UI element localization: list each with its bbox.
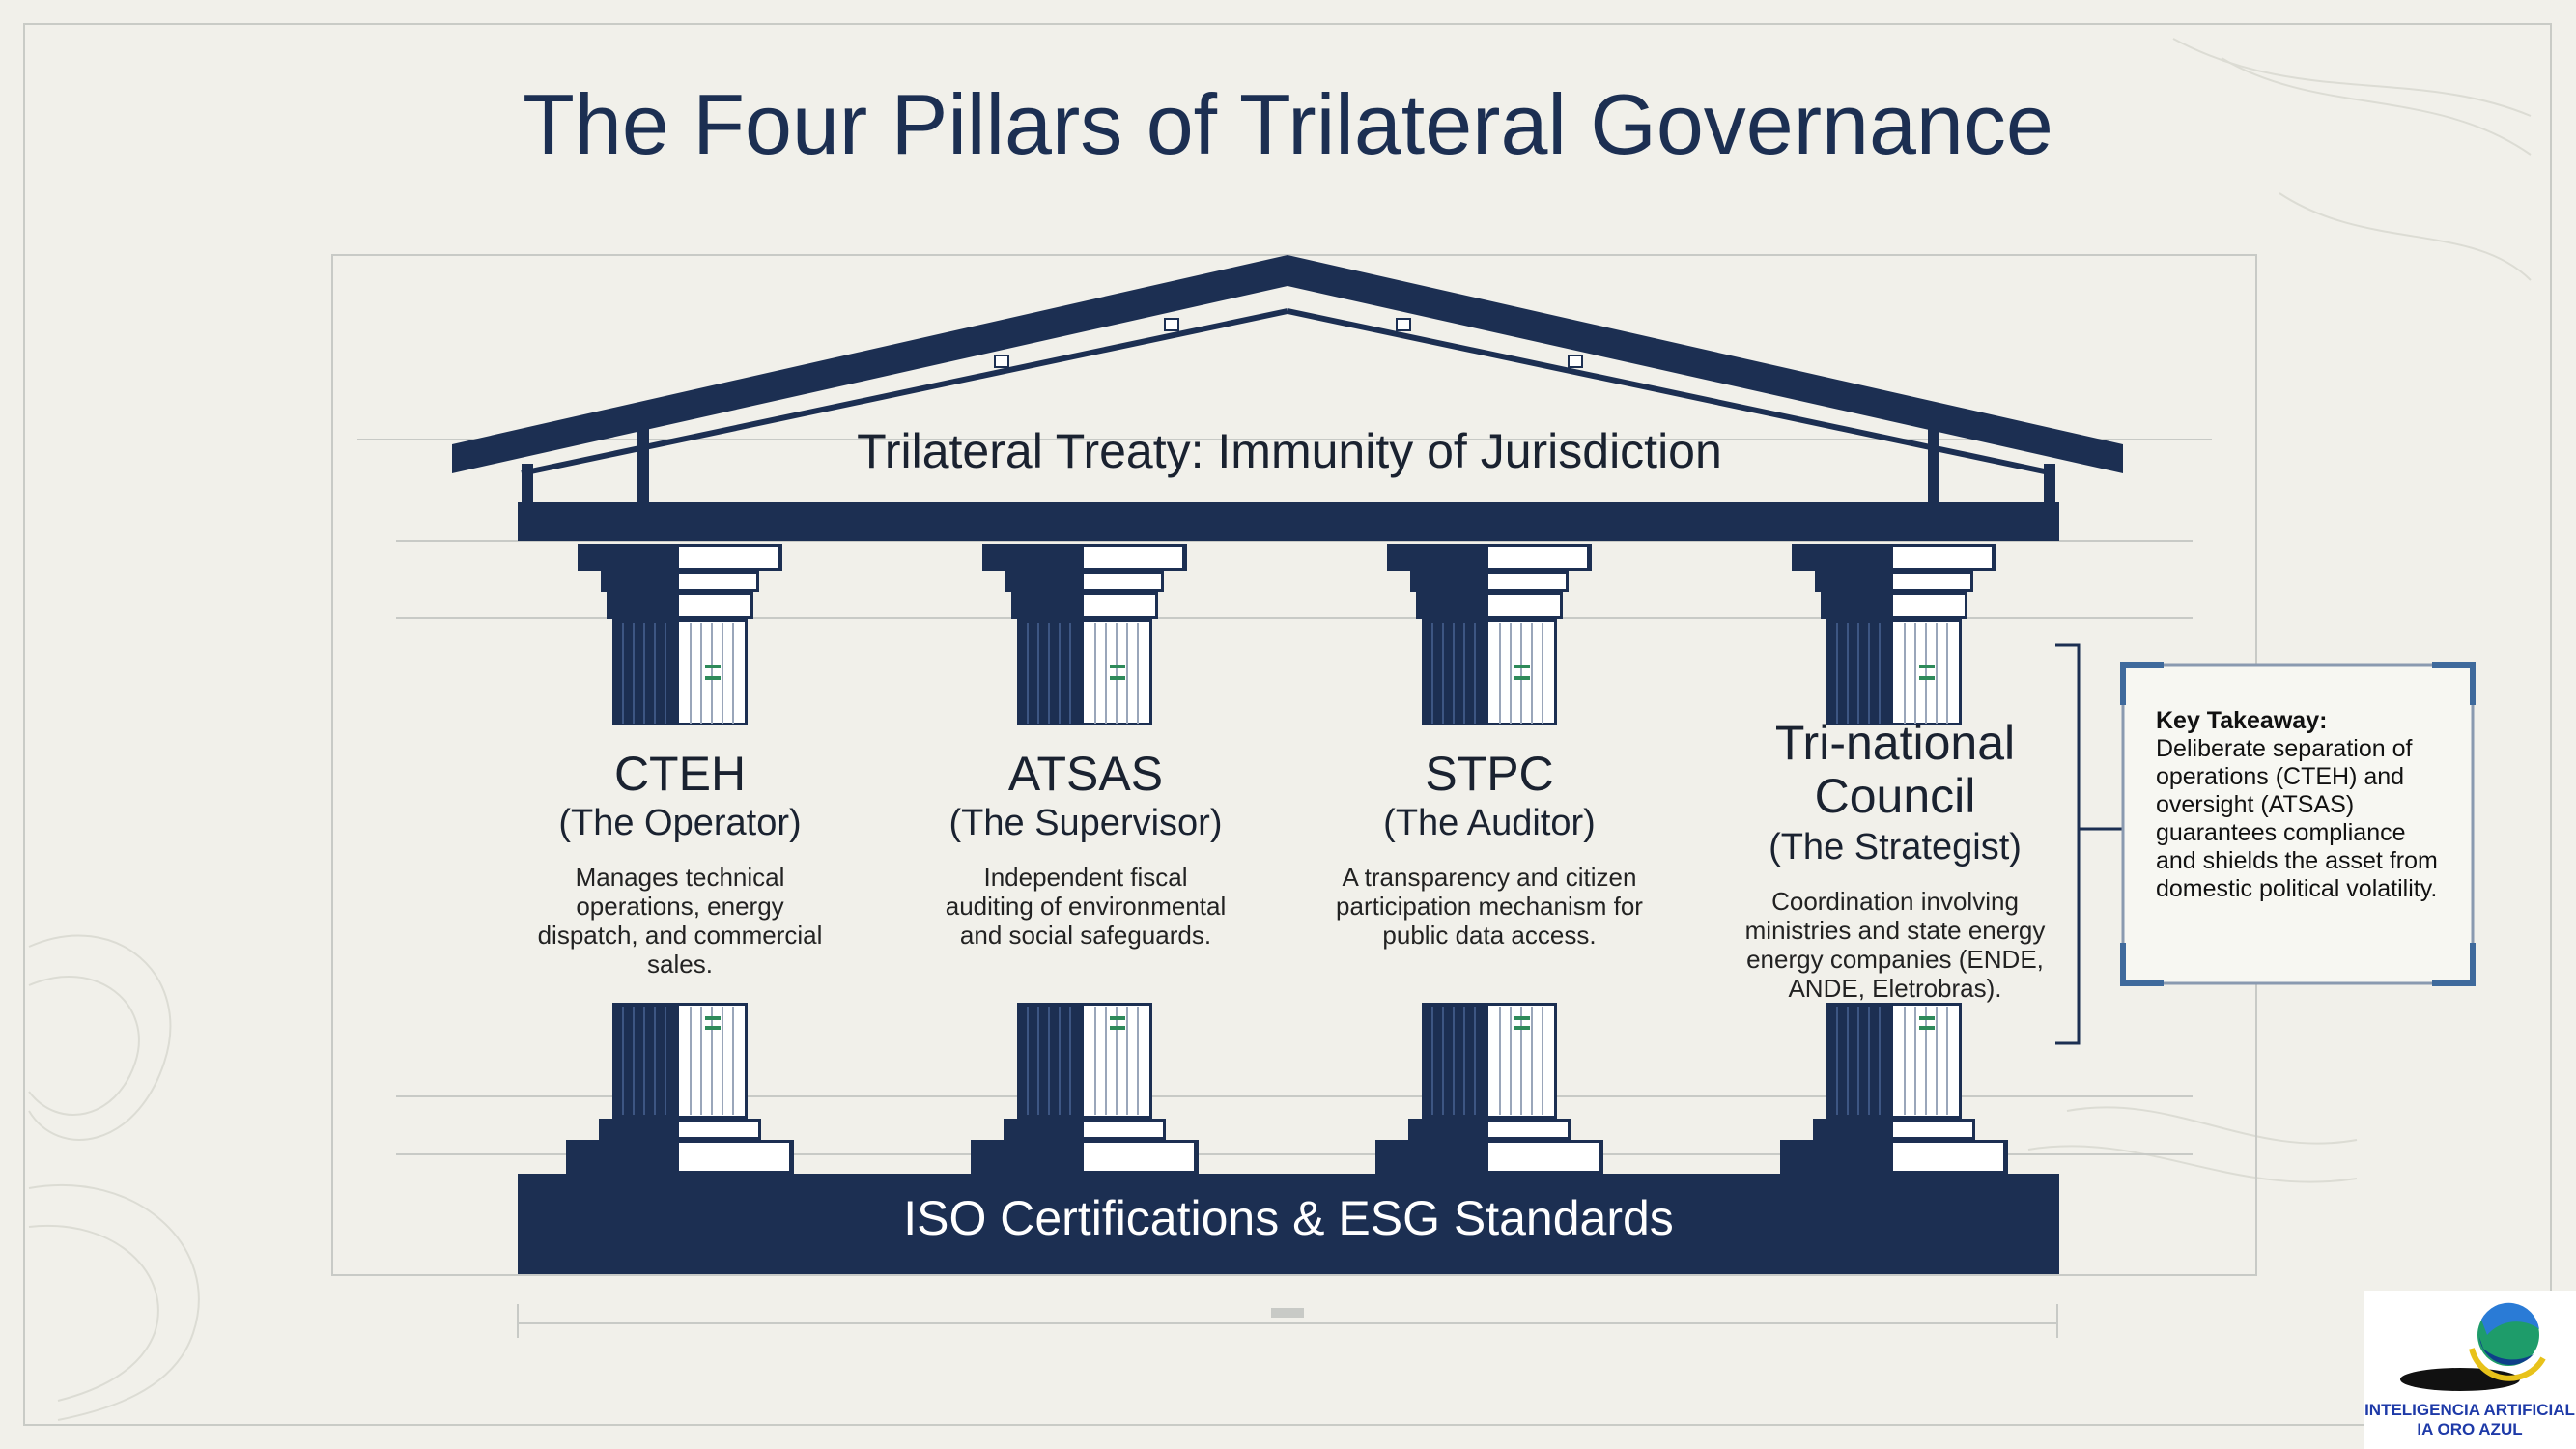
takeaway-title: Key Takeaway: — [2156, 707, 2328, 734]
takeaway-text: Deliberate separation of operations (CTE… — [2156, 735, 2438, 902]
pillar-role: (The Operator) — [558, 803, 802, 843]
logo-globe-icon — [2400, 1302, 2546, 1391]
pillar-atsas: ATSAS (The Supervisor) Independent fisca… — [902, 749, 1269, 950]
base-slab — [518, 1174, 2059, 1274]
column-3 — [1375, 544, 1603, 1174]
column-4 — [1780, 544, 2008, 1174]
pillar-stpc: STPC (The Auditor) A transparency and ci… — [1306, 749, 1673, 950]
takeaway-bracket — [2055, 643, 2123, 1045]
pillar-description: Independent fiscal auditing of environme… — [945, 863, 1227, 950]
base-label: ISO Certifications & ESG Standards — [903, 1191, 1674, 1245]
pillar-description: A transparency and citizen participation… — [1336, 863, 1643, 950]
pillar-name: Tri-national Council — [1774, 716, 2016, 823]
pillar-description: Manages technical operations, energy dis… — [537, 863, 823, 979]
roof — [452, 255, 2123, 541]
scale-marker — [1271, 1308, 1304, 1318]
pillar-name: CTEH — [613, 747, 747, 801]
page-title: The Four Pillars of Trilateral Governanc… — [523, 76, 2053, 172]
pillar-name: STPC — [1425, 747, 1554, 801]
pillar-cteh: CTEH (The Operator) Manages technical op… — [496, 749, 863, 979]
logo: INTELIGENCIA ARTIFICIAL IA ORO AZUL — [2364, 1291, 2576, 1449]
takeaway-box — [2120, 662, 2476, 986]
contour-lines — [28, 38, 2532, 1421]
pillar-role: (The Supervisor) — [948, 803, 1223, 843]
column-2 — [971, 544, 1199, 1174]
pillar-council: Tri-national Council (The Strategist) Co… — [1712, 716, 2079, 1004]
logo-line-2: IA ORO AZUL — [2417, 1420, 2523, 1438]
column-1 — [566, 544, 794, 1174]
pillar-name: ATSAS — [1007, 747, 1164, 801]
pillar-role: (The Auditor) — [1383, 803, 1596, 843]
pillar-role: (The Strategist) — [1769, 827, 2022, 867]
pillar-description: Coordination involving ministries and st… — [1744, 887, 2046, 1003]
pillars-group — [566, 544, 2008, 1174]
key-takeaway: Key Takeaway: Deliberate separation of o… — [2123, 665, 2473, 983]
roof-label: Trilateral Treaty: Immunity of Jurisdict… — [857, 424, 1722, 478]
logo-line-1: INTELIGENCIA ARTIFICIAL — [2364, 1401, 2575, 1419]
outer-frame — [23, 23, 2552, 1426]
